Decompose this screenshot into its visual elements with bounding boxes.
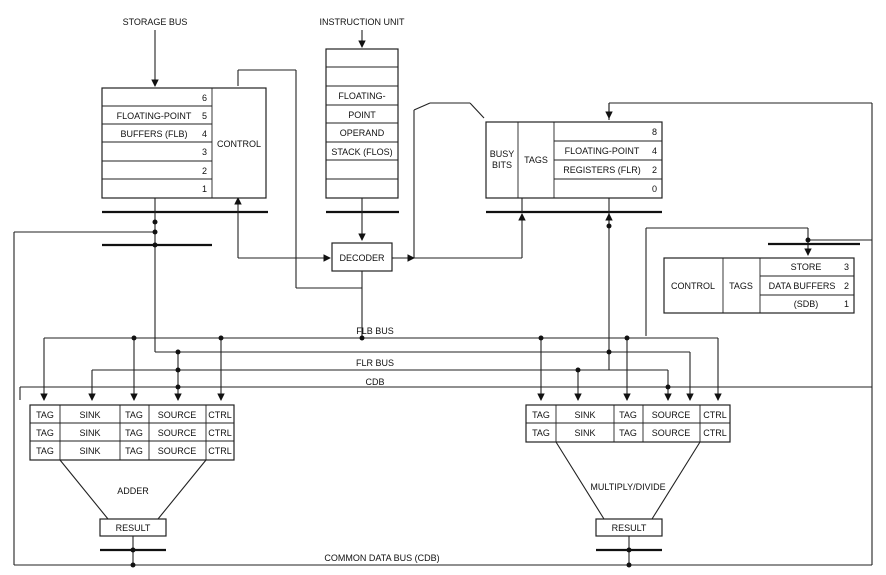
sdb-control-label: CONTROL xyxy=(671,281,715,291)
flb-row-number: 2 xyxy=(202,166,207,176)
flr-label-line: REGISTERS (FLR) xyxy=(563,165,641,175)
flb-row-number: 5 xyxy=(202,111,207,121)
flr-bus-label: FLR BUS xyxy=(356,358,394,368)
adder-cell: SINK xyxy=(79,446,100,456)
flos-label-line: OPERAND xyxy=(340,128,385,138)
flr-busy-bits-label: BITS xyxy=(492,160,512,170)
multiply-divide-label: MULTIPLY/DIVIDE xyxy=(590,482,665,492)
adder-cell: SOURCE xyxy=(158,446,197,456)
sdb-row-number: 2 xyxy=(844,281,849,291)
md-cell: SINK xyxy=(574,410,595,420)
sdb-row-number: 1 xyxy=(844,299,849,309)
adder-cell: CTRL xyxy=(208,410,232,420)
floating-point-buffers: 6 5 4 3 2 1 FLOATING-POINT BUFFERS (FLB)… xyxy=(101,87,267,199)
flos-label-line: STACK (FLOS) xyxy=(331,147,392,157)
flr-tags-label: TAGS xyxy=(524,155,548,165)
flb-label-line: BUFFERS (FLB) xyxy=(120,129,187,139)
flr-row-number: 8 xyxy=(652,127,657,137)
md-cell: CTRL xyxy=(703,428,727,438)
md-cell: SOURCE xyxy=(652,410,691,420)
flb-row-number: 3 xyxy=(202,147,207,157)
adder-label: ADDER xyxy=(117,486,149,496)
decoder-label: DECODER xyxy=(339,253,385,263)
adder-cell: SINK xyxy=(79,428,100,438)
adder-result-label: RESULT xyxy=(116,523,151,533)
md-cell: TAG xyxy=(619,428,637,438)
adder-cell: TAG xyxy=(36,446,54,456)
adder-cell: SINK xyxy=(79,410,100,420)
sdb-label-line: (SDB) xyxy=(794,299,819,309)
flos-label-line: POINT xyxy=(348,110,376,120)
flb-row-number: 4 xyxy=(202,129,207,139)
sdb-tags-label: TAGS xyxy=(729,281,753,291)
md-cell: SOURCE xyxy=(652,428,691,438)
adder-cell: TAG xyxy=(36,428,54,438)
adder-cell: SOURCE xyxy=(158,428,197,438)
md-cell: CTRL xyxy=(703,410,727,420)
cdb-label: CDB xyxy=(365,377,384,387)
adder-cell: TAG xyxy=(36,410,54,420)
adder-unit: TAG SINK TAG SOURCE CTRL TAG SINK TAG SO… xyxy=(29,404,235,537)
store-data-buffers: CONTROL TAGS STORE DATA BUFFERS (SDB) 3 … xyxy=(663,257,855,314)
adder-reservation-stations: TAG SINK TAG SOURCE CTRL TAG SINK TAG SO… xyxy=(29,404,235,461)
adder-cell: TAG xyxy=(125,428,143,438)
flb-row-number: 1 xyxy=(202,184,207,194)
multiply-divide-unit: TAG SINK TAG SOURCE CTRL TAG SINK TAG SO… xyxy=(525,404,731,537)
flr-row-number: 4 xyxy=(652,146,657,156)
instruction-unit-label: INSTRUCTION UNIT xyxy=(320,17,405,27)
flb-control-label: CONTROL xyxy=(217,139,261,149)
adder-cell: TAG xyxy=(125,410,143,420)
flb-row-number: 6 xyxy=(202,93,207,103)
sdb-label-line: STORE xyxy=(791,262,822,272)
md-cell: SINK xyxy=(574,428,595,438)
adder-cell: SOURCE xyxy=(158,410,197,420)
flr-label-line: FLOATING-POINT xyxy=(565,146,640,156)
flb-bus-label: FLB BUS xyxy=(356,326,394,336)
common-data-bus-label: COMMON DATA BUS (CDB) xyxy=(324,553,439,563)
adder-cell: CTRL xyxy=(208,428,232,438)
sdb-label-line: DATA BUFFERS xyxy=(769,281,836,291)
floating-point-operand-stack: FLOATING- POINT OPERAND STACK (FLOS) xyxy=(325,48,399,199)
sdb-row-number: 3 xyxy=(844,262,849,272)
md-cell: TAG xyxy=(532,410,550,420)
flr-busy-bits-label: BUSY xyxy=(490,149,515,159)
flr-row-number: 2 xyxy=(652,165,657,175)
flr-row-number: 0 xyxy=(652,184,657,194)
md-cell: TAG xyxy=(619,410,637,420)
decoder: DECODER xyxy=(331,242,393,272)
multiply-divide-result-label: RESULT xyxy=(612,523,647,533)
flb-label-line: FLOATING-POINT xyxy=(117,111,192,121)
md-cell: TAG xyxy=(532,428,550,438)
storage-bus-label: STORAGE BUS xyxy=(123,17,188,27)
floating-point-registers: BUSY BITS TAGS 8 4 2 0 FLOATING-POINT RE… xyxy=(485,121,663,199)
adder-cell: CTRL xyxy=(208,446,232,456)
bus-wiring xyxy=(13,30,873,566)
junction-dots xyxy=(130,219,811,568)
multiply-divide-reservation-stations: TAG SINK TAG SOURCE CTRL TAG SINK TAG SO… xyxy=(525,404,731,443)
flos-label-line: FLOATING- xyxy=(338,91,385,101)
adder-cell: TAG xyxy=(125,446,143,456)
